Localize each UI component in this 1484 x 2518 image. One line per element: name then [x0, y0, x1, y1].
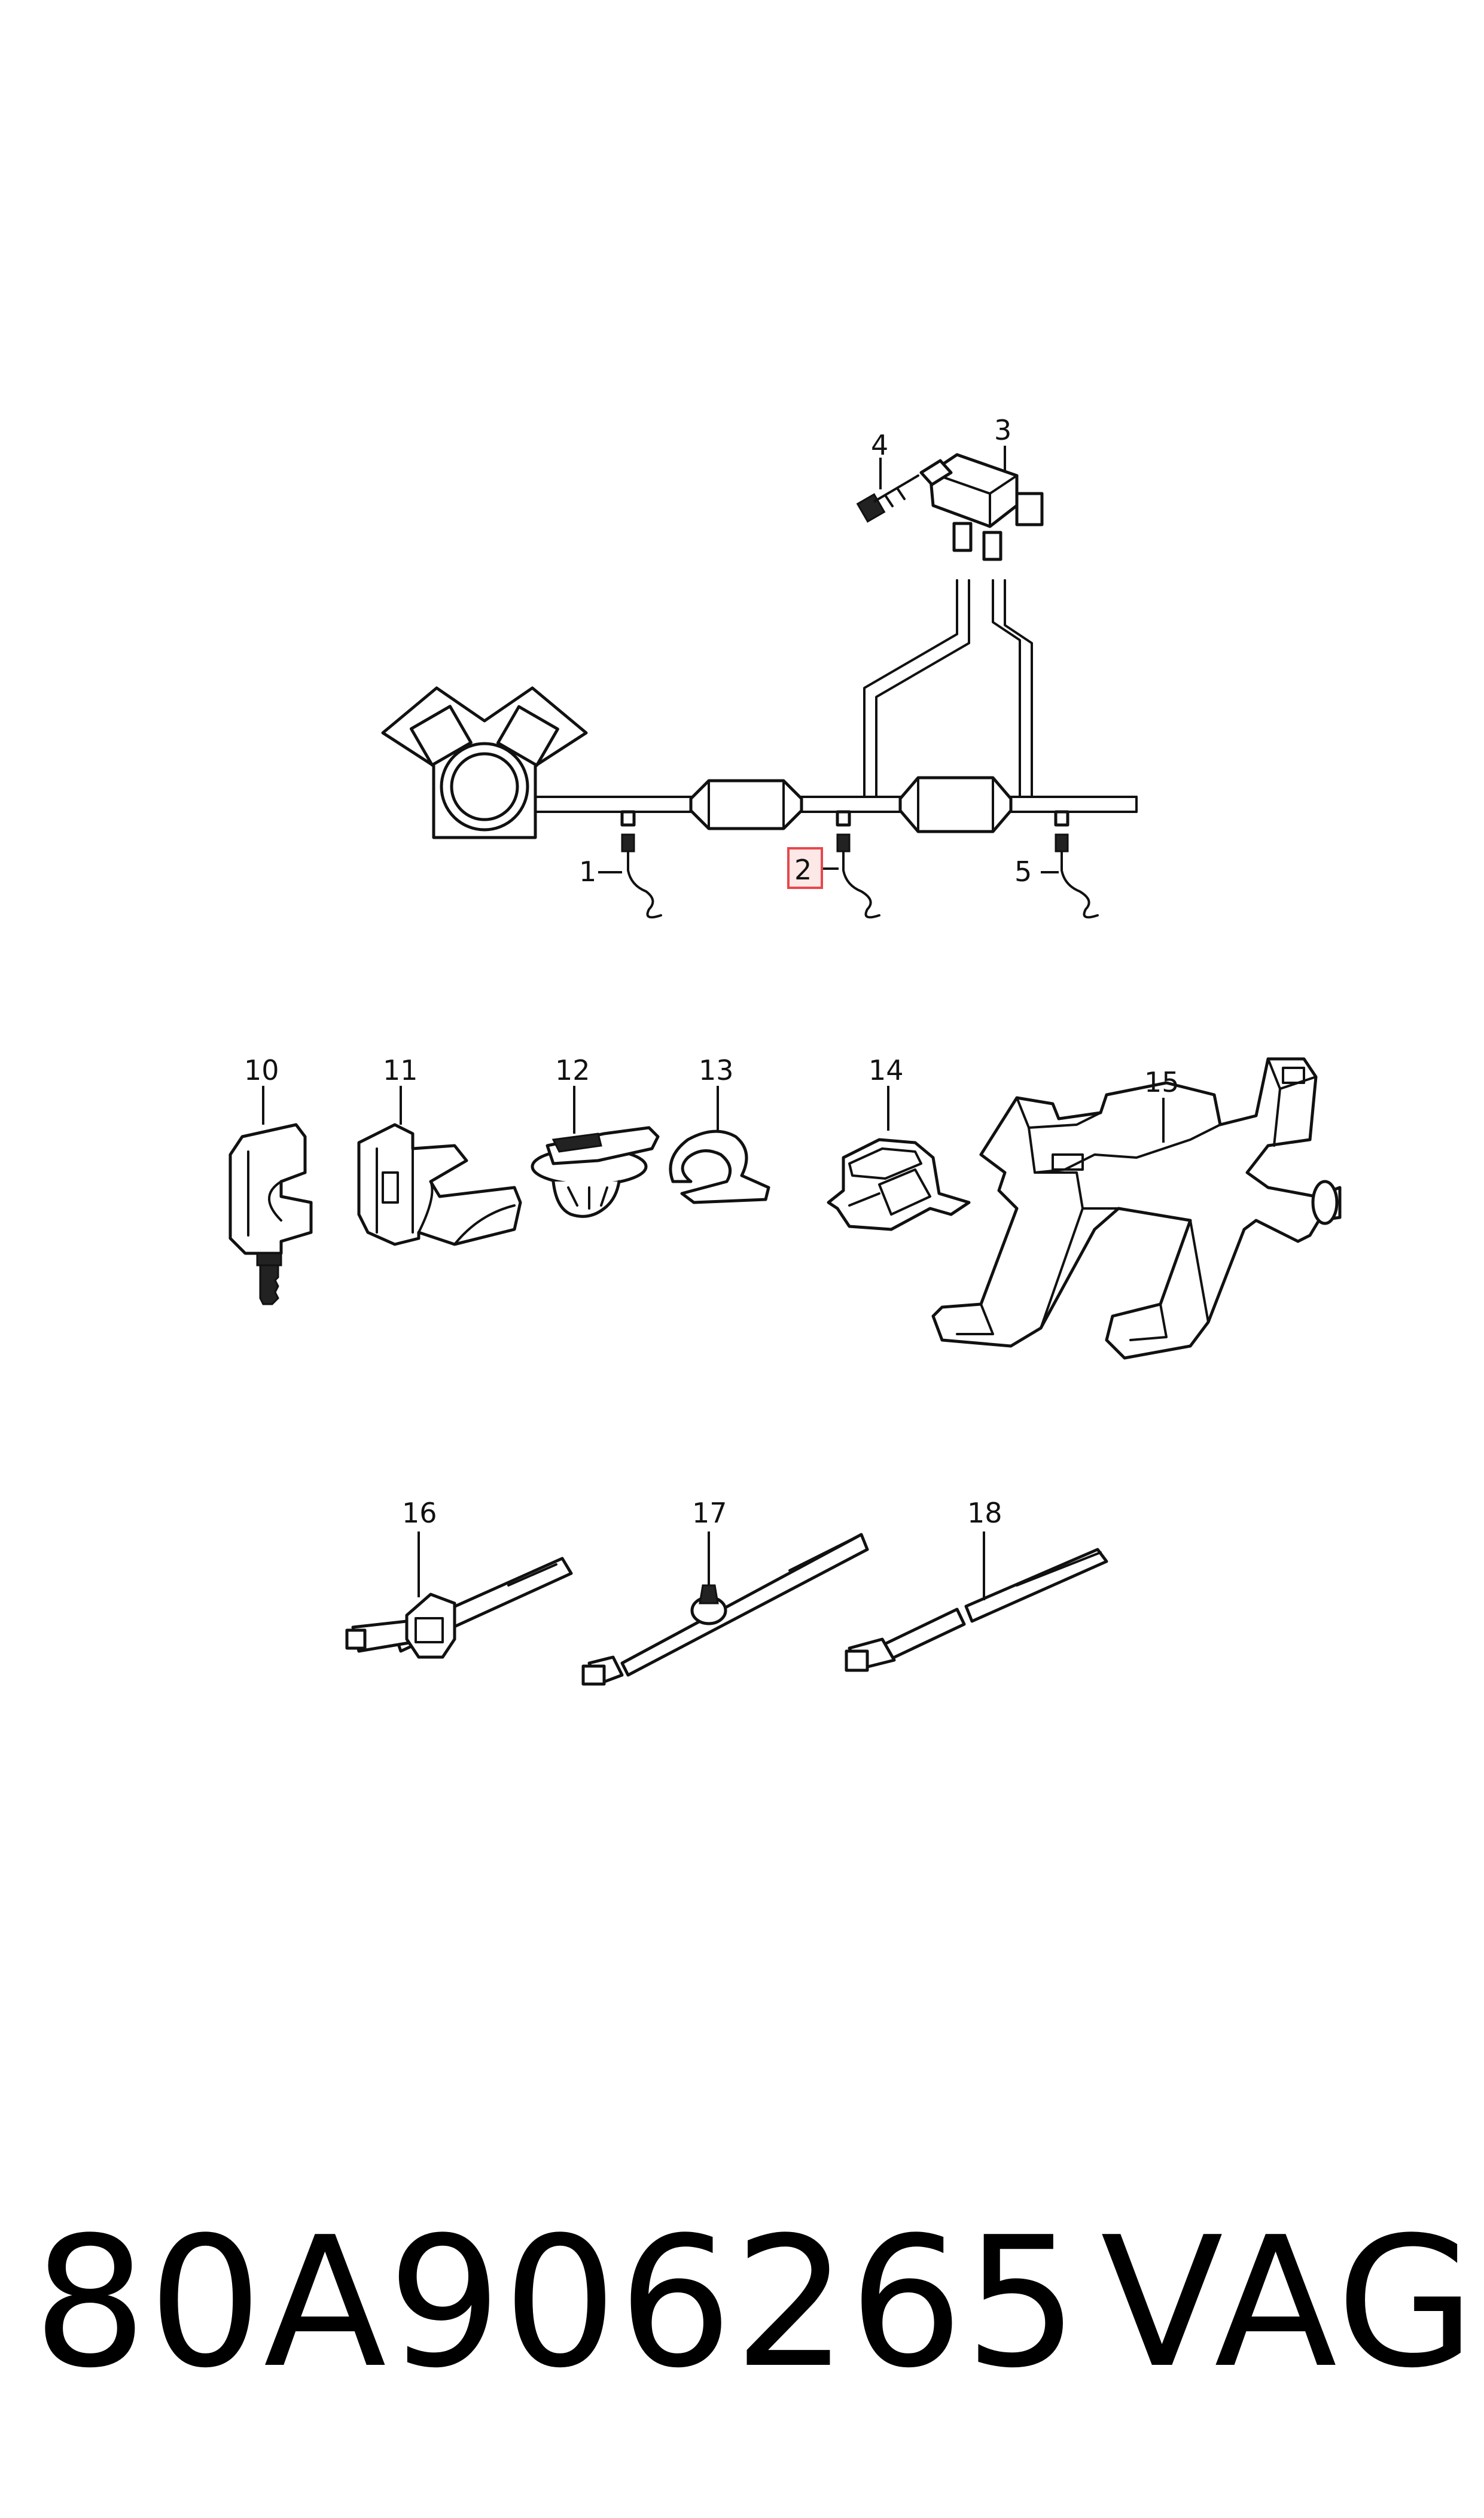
callout-18[interactable]: 18 [967, 1497, 1002, 1529]
clip-row [228, 1057, 1342, 1360]
cable-holder-icon [357, 1123, 522, 1246]
cable-tie-icon [345, 1557, 573, 1659]
exhaust-sensor-icon [1055, 833, 1099, 919]
pressure-sensor-icon [919, 453, 1044, 561]
engine-icon [381, 686, 588, 839]
callout-11[interactable]: 11 [383, 1054, 418, 1086]
callout-14[interactable]: 14 [869, 1054, 904, 1086]
cable-clip-icon [827, 1138, 971, 1231]
callout-1[interactable]: 1 [579, 855, 596, 888]
catalytic-converter-icon [689, 779, 803, 830]
cable-clip-icon [531, 1126, 660, 1218]
highlight-box [787, 847, 823, 889]
callout-5[interactable]: 5 [1014, 855, 1032, 888]
bolt-icon [856, 474, 919, 523]
cable-tie-icon [581, 1533, 869, 1686]
callout-3[interactable]: 3 [994, 414, 1011, 446]
cable-tie-row [345, 1531, 1108, 1686]
cable-clip-icon [228, 1123, 313, 1305]
catalytic-converter-icon [898, 776, 1013, 833]
bracket-icon [931, 1057, 1342, 1360]
part-number: 80A906265 [33, 2199, 1080, 2407]
exhaust-assembly [381, 446, 1138, 919]
callout-15[interactable]: 15 [1144, 1066, 1180, 1098]
callout-4[interactable]: 4 [871, 429, 888, 461]
callout-17[interactable]: 17 [692, 1497, 727, 1529]
brand-name: VAG [1101, 2199, 1478, 2407]
cable-tie-icon [845, 1548, 1108, 1672]
callout-13[interactable]: 13 [699, 1054, 734, 1086]
cable-clip-icon [669, 1129, 770, 1204]
callout-10[interactable]: 10 [244, 1054, 279, 1086]
exhaust-sensor-icon [836, 833, 880, 919]
callout-12[interactable]: 12 [555, 1054, 590, 1086]
callout-2[interactable]: 2 [794, 854, 812, 886]
exhaust-sensor-icon [621, 833, 662, 919]
callout-16[interactable]: 16 [402, 1497, 437, 1529]
